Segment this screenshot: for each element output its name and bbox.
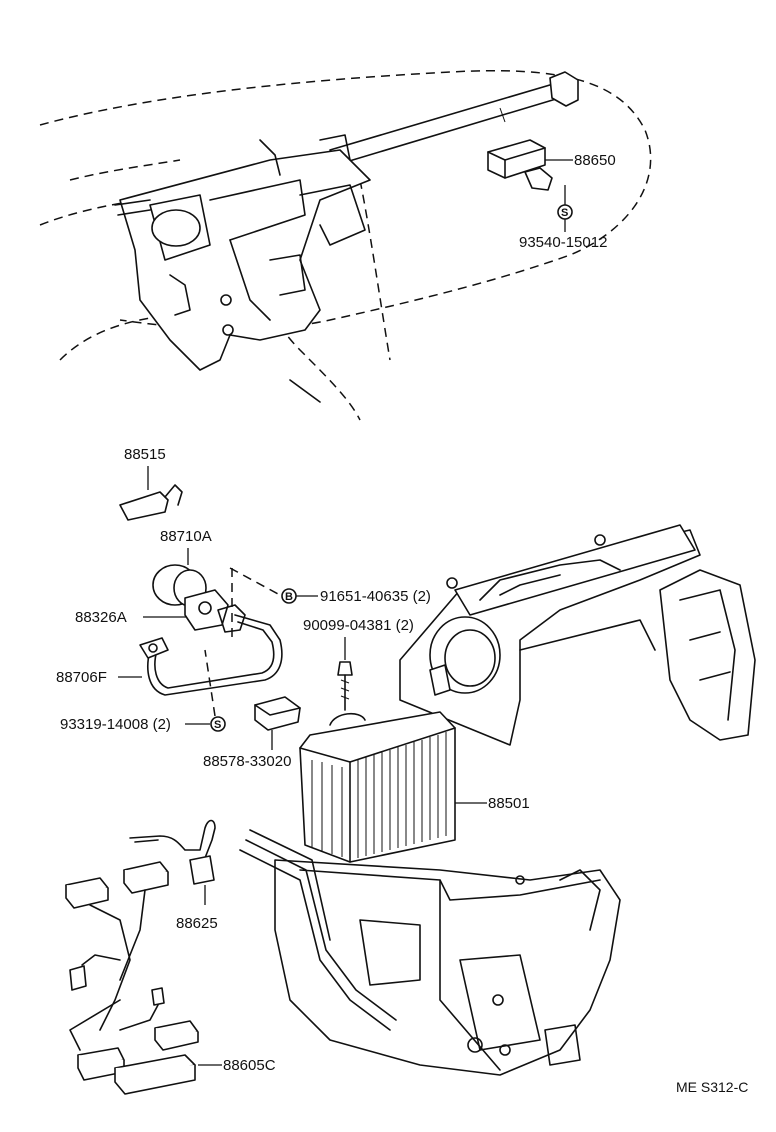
diagram-reference-code: ME S312-C [676,1079,748,1095]
heater-unit-installed [114,134,371,371]
label-90099-04381: 90099-04381 (2) [303,617,414,634]
part-91651-40635: B 91651-40635 (2) [229,567,431,640]
s-marker-text: S [561,207,568,219]
blower-case [399,524,756,746]
part-88501: 88501 [299,711,530,863]
unit-housing [239,829,621,1076]
label-88706F: 88706F [56,669,107,686]
label-88578-33020: 88578-33020 [203,753,291,770]
part-88625: 88625 [129,819,218,932]
label-88650: 88650 [574,152,616,169]
part-88605C: 88605C [65,861,276,1095]
label-93319-14008: 93319-14008 (2) [60,716,171,733]
label-88710A: 88710A [160,528,212,545]
part-88515: 88515 [119,446,183,521]
part-93319-14008: 93319-14008 (2) S [60,649,226,733]
part-88578-33020: 88578-33020 [203,696,301,770]
s-marker-icon-2 [210,716,226,732]
label-88625: 88625 [176,915,218,932]
label-88326A: 88326A [75,609,127,626]
part-88326A: 88326A [75,589,229,631]
b-marker-text: B [285,591,293,603]
part-88706F: 88706F [56,604,283,696]
part-93540-15012: S 93540-15012 [519,185,607,251]
part-90099-04381: 90099-04381 (2) [303,617,414,711]
part-88650: 88650 [487,139,616,191]
label-88501: 88501 [488,795,530,812]
label-93540-15012: 93540-15012 [519,234,607,251]
label-88515: 88515 [124,446,166,463]
s-marker-text-2: S [214,719,221,731]
label-88605C: 88605C [223,1057,276,1074]
label-91651-40635: 91651-40635 (2) [320,588,431,605]
